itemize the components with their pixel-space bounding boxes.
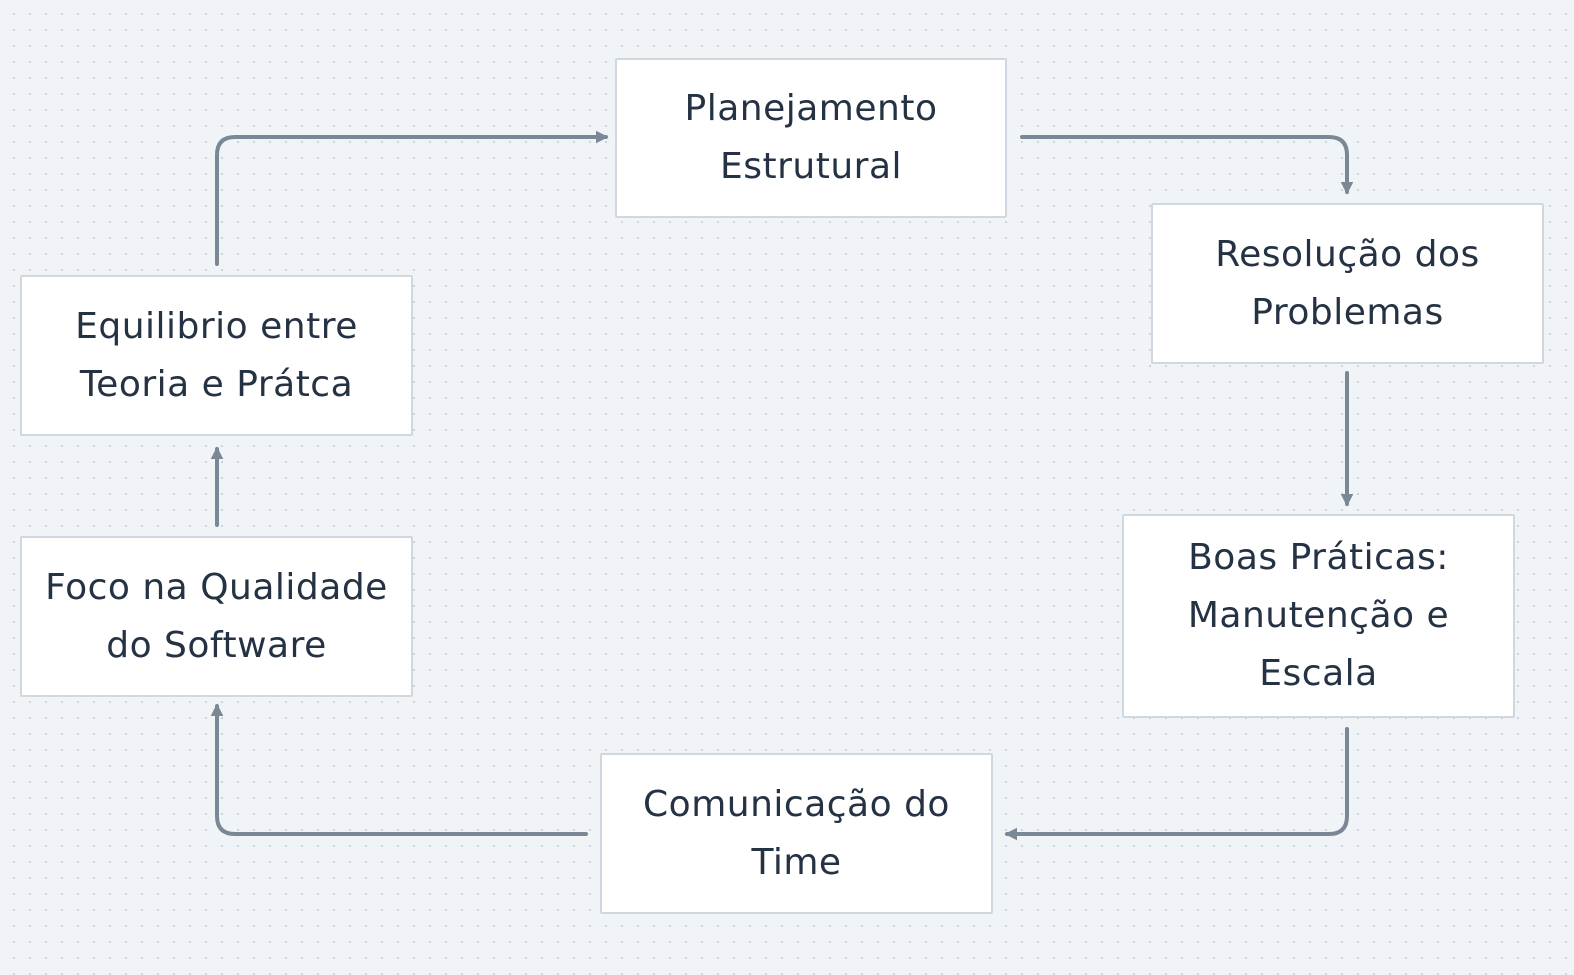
node-label: Resolução dos Problemas bbox=[1215, 233, 1480, 333]
node-boas-praticas[interactable]: Boas Práticas: Manutenção e Escala bbox=[1122, 514, 1515, 718]
node-comunicacao-do-time[interactable]: Comunicação do Time bbox=[600, 753, 993, 914]
node-planejamento-estrutural[interactable]: Planejamento Estrutural bbox=[615, 58, 1007, 218]
connector-boas-to-comunicacao[interactable] bbox=[1004, 727, 1349, 841]
node-equilibrio-teoria-pratica[interactable]: Equilibrio entre Teoria e Prátca bbox=[20, 275, 413, 436]
connector-equilibrio-to-planejamento[interactable] bbox=[215, 130, 609, 266]
connector-comunicacao-to-foco[interactable] bbox=[210, 703, 588, 836]
connector-planejamento-to-resolucao[interactable] bbox=[1020, 135, 1354, 195]
node-label: Comunicação do Time bbox=[643, 783, 950, 883]
node-label: Boas Práticas: Manutenção e Escala bbox=[1187, 537, 1450, 694]
node-label: Equilibrio entre Teoria e Prátca bbox=[75, 305, 358, 405]
node-foco-na-qualidade[interactable]: Foco na Qualidade do Software bbox=[20, 536, 413, 697]
node-label: Foco na Qualidade do Software bbox=[45, 566, 388, 666]
node-label: Planejamento Estrutural bbox=[684, 88, 938, 187]
node-resolucao-dos-problemas[interactable]: Resolução dos Problemas bbox=[1151, 203, 1544, 364]
